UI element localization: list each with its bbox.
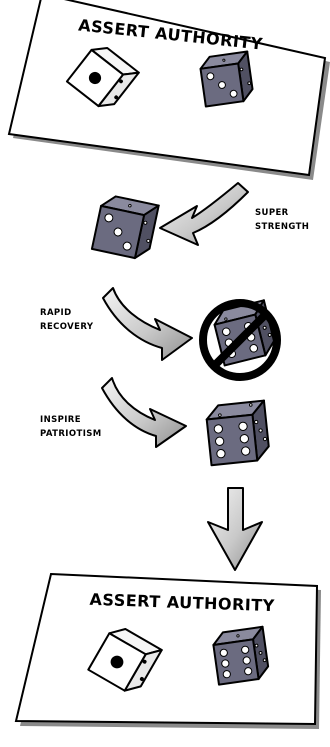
die-pip <box>241 646 249 654</box>
top-card-grey-die <box>199 52 254 107</box>
rapid-recovery-label: RAPID RECOVERY <box>40 308 94 332</box>
die-pip <box>255 644 258 647</box>
die-pip <box>237 635 240 638</box>
down-arrow <box>208 488 262 570</box>
die-pip <box>215 437 224 446</box>
die-pip <box>221 659 229 667</box>
die-pip <box>223 670 231 678</box>
die-pip <box>241 447 250 456</box>
die-pip <box>244 667 252 675</box>
die-pip <box>248 82 251 85</box>
die-pip <box>249 404 252 407</box>
die-front-face <box>213 639 258 684</box>
die-after-inspire-patriotism <box>205 401 270 466</box>
die-pip <box>263 326 267 330</box>
die-pip <box>263 437 267 441</box>
die-pip <box>239 422 248 431</box>
bottom-card-grey-die <box>212 627 270 685</box>
die-front-face <box>201 64 244 107</box>
die-pip <box>224 318 227 321</box>
die-pip <box>220 649 228 657</box>
die-pip <box>218 81 226 89</box>
die-front-face <box>207 415 258 466</box>
die-pip <box>143 221 147 225</box>
die-pip <box>216 449 225 458</box>
die-pip <box>146 239 150 243</box>
die-after-super-strength <box>92 194 159 261</box>
die-pip <box>223 59 225 61</box>
super-strength-label: SUPER STRENGTH <box>255 208 309 232</box>
super-strength-arrow <box>160 183 248 245</box>
die-pip <box>207 72 215 80</box>
top-card: ASSERT AUTHORITY <box>9 0 330 180</box>
blocked-die <box>203 300 277 377</box>
die-pip <box>230 90 238 98</box>
bottom-card: ASSERT AUTHORITY <box>16 574 321 729</box>
die-pip <box>240 434 249 443</box>
inspire-patriotism-label: INSPIRE PATRIOTISM <box>40 415 102 439</box>
die-pip <box>259 651 262 654</box>
die-pip <box>218 414 221 417</box>
die-pip <box>214 424 223 433</box>
die-front-face <box>92 206 144 258</box>
die-pip <box>240 68 243 71</box>
die-pip <box>268 333 272 337</box>
die-pip <box>243 656 251 664</box>
die-pip <box>259 429 263 433</box>
inspire-patriotism-arrow <box>102 378 186 447</box>
die-pip <box>263 659 266 662</box>
die-pip <box>128 204 131 207</box>
rapid-recovery-arrow <box>103 288 192 360</box>
die-pip <box>254 420 258 424</box>
